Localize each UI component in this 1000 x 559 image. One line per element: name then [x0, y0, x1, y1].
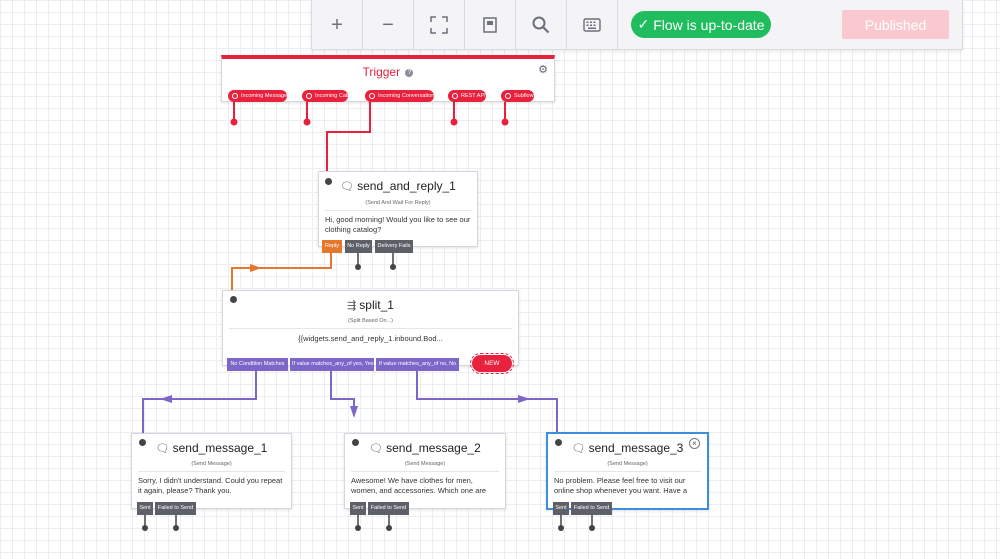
chat-icon: 🗨 [340, 181, 355, 193]
check-icon: ✓ [637, 16, 650, 32]
port-sent[interactable]: Sent [350, 502, 366, 515]
input-connector[interactable] [352, 439, 359, 446]
port-no-reply[interactable]: No Reply [345, 240, 372, 253]
send-message-widget-2[interactable]: 🗨send_message_2 (Send Message) Awesome! … [344, 433, 506, 509]
trigger-pill-label: REST API [461, 93, 486, 99]
wire-reply [231, 253, 332, 293]
input-connector[interactable] [555, 439, 562, 446]
help-icon[interactable]: ? [405, 68, 414, 77]
port-if-yes[interactable]: If value matches_any_of yes, Yes [290, 358, 374, 371]
search-icon [532, 16, 550, 34]
new-transition-button[interactable]: NEW [470, 353, 514, 374]
port-no-condition[interactable]: No Condition Matches [227, 358, 288, 371]
split-widget[interactable]: ⇶split_1 (Split Based On...) {{widgets.s… [222, 290, 519, 366]
divider [138, 471, 285, 472]
widget-body: {{widgets.send_and_reply_1.inbound.Bod..… [298, 334, 443, 343]
trigger-rest-api[interactable]: REST API [448, 90, 486, 102]
divider [325, 210, 471, 211]
plus-icon: + [331, 13, 343, 36]
wire-no-match [142, 371, 257, 436]
widget-title: 🗨send_message_1 [155, 441, 268, 455]
port-failed-to-send[interactable]: Failed to Send [368, 502, 409, 515]
trigger-incoming-message[interactable]: Incoming Message [228, 90, 288, 102]
trigger-incoming-conversation[interactable]: Incoming Conversation [365, 90, 435, 102]
fit-to-screen-button[interactable] [414, 0, 465, 50]
search-button[interactable] [516, 0, 567, 50]
port-delivery-fails[interactable]: Delivery Fails [375, 240, 413, 253]
chat-icon: 🗨 [369, 443, 384, 455]
trigger-pill-label: Subflow [514, 93, 534, 99]
widget-subtitle: (Send Message) [404, 461, 446, 467]
widget-subtitle: (Split Based On...) [348, 318, 393, 324]
widget-title: ⇶split_1 [347, 298, 394, 312]
gear-icon[interactable]: ⚙ [538, 64, 548, 76]
flow-status-badge: ✓ Flow is up-to-date [631, 11, 771, 38]
port-sent[interactable]: Sent [553, 502, 569, 515]
split-icon: ⇶ [347, 300, 357, 312]
trigger-title: Trigger ? [222, 65, 554, 79]
port-reply[interactable]: Reply [322, 240, 342, 253]
wire-yes [330, 371, 355, 415]
chat-icon: 🗨 [155, 443, 170, 455]
widget-title: 🗨send_message_3 [571, 441, 684, 455]
port-if-no[interactable]: If value matches_any_of no, No [376, 358, 459, 371]
trigger-title-text: Trigger [362, 65, 401, 79]
widget-body: Sorry, I didn't understand. Could you re… [138, 476, 283, 495]
trigger-pill-label: Incoming Message [241, 93, 288, 99]
widget-body: Hi, good morning! Would you like to see … [325, 215, 471, 234]
flow-status-label: Flow is up-to-date [653, 16, 765, 33]
widget-subtitle: (Send Message) [191, 461, 232, 467]
trigger-subflow[interactable]: Subflow [501, 90, 534, 102]
divider [229, 328, 512, 329]
port-failed-to-send[interactable]: Failed to Send [571, 502, 612, 515]
divider [351, 471, 499, 472]
input-connector[interactable] [325, 178, 332, 185]
keyboard-shortcuts-button[interactable] [567, 0, 618, 50]
published-button[interactable]: Published [842, 10, 949, 39]
trigger-widget[interactable]: Trigger ? ⚙ Incoming Message Incoming Ca… [221, 55, 555, 102]
close-icon[interactable]: × [689, 438, 700, 449]
trigger-pill-label: Incoming Call [315, 93, 349, 99]
send-and-reply-widget[interactable]: 🗨send_and_reply_1 (Send And Wait For Rep… [318, 171, 478, 247]
send-message-widget-3[interactable]: × 🗨send_message_3 (Send Message) No prob… [546, 432, 709, 510]
send-message-widget-1[interactable]: 🗨send_message_1 (Send Message) Sorry, I … [131, 433, 292, 509]
widget-subtitle: (Send And Wait For Reply) [365, 200, 431, 206]
widget-body: No problem. Please feel free to visit ou… [554, 476, 688, 495]
input-connector[interactable] [230, 296, 237, 303]
canvas-toolbar: + − ✓ Flow is up-to-date [311, 0, 963, 50]
port-failed-to-send[interactable]: Failed to Send [155, 502, 196, 515]
input-connector[interactable] [139, 439, 146, 446]
library-button[interactable] [465, 0, 516, 50]
trigger-incoming-call[interactable]: Incoming Call [302, 90, 349, 102]
trigger-pill-label: Incoming Conversation [378, 93, 435, 99]
widget-subtitle: (Send Message) [607, 461, 648, 467]
zoom-out-button[interactable]: − [363, 0, 414, 50]
zoom-in-button[interactable]: + [312, 0, 363, 50]
keyboard-icon [583, 18, 601, 32]
fullscreen-icon [430, 16, 448, 34]
wire-no [416, 371, 558, 434]
divider [554, 471, 701, 472]
widget-body: Awesome! We have clothes for men, women,… [351, 476, 487, 495]
wire-conversation [326, 89, 378, 172]
widget-title: 🗨send_and_reply_1 [340, 179, 456, 193]
book-icon [483, 17, 497, 33]
chat-icon: 🗨 [571, 443, 586, 455]
port-sent[interactable]: Sent [137, 502, 153, 515]
widget-title: 🗨send_message_2 [369, 441, 481, 455]
minus-icon: − [382, 13, 394, 36]
